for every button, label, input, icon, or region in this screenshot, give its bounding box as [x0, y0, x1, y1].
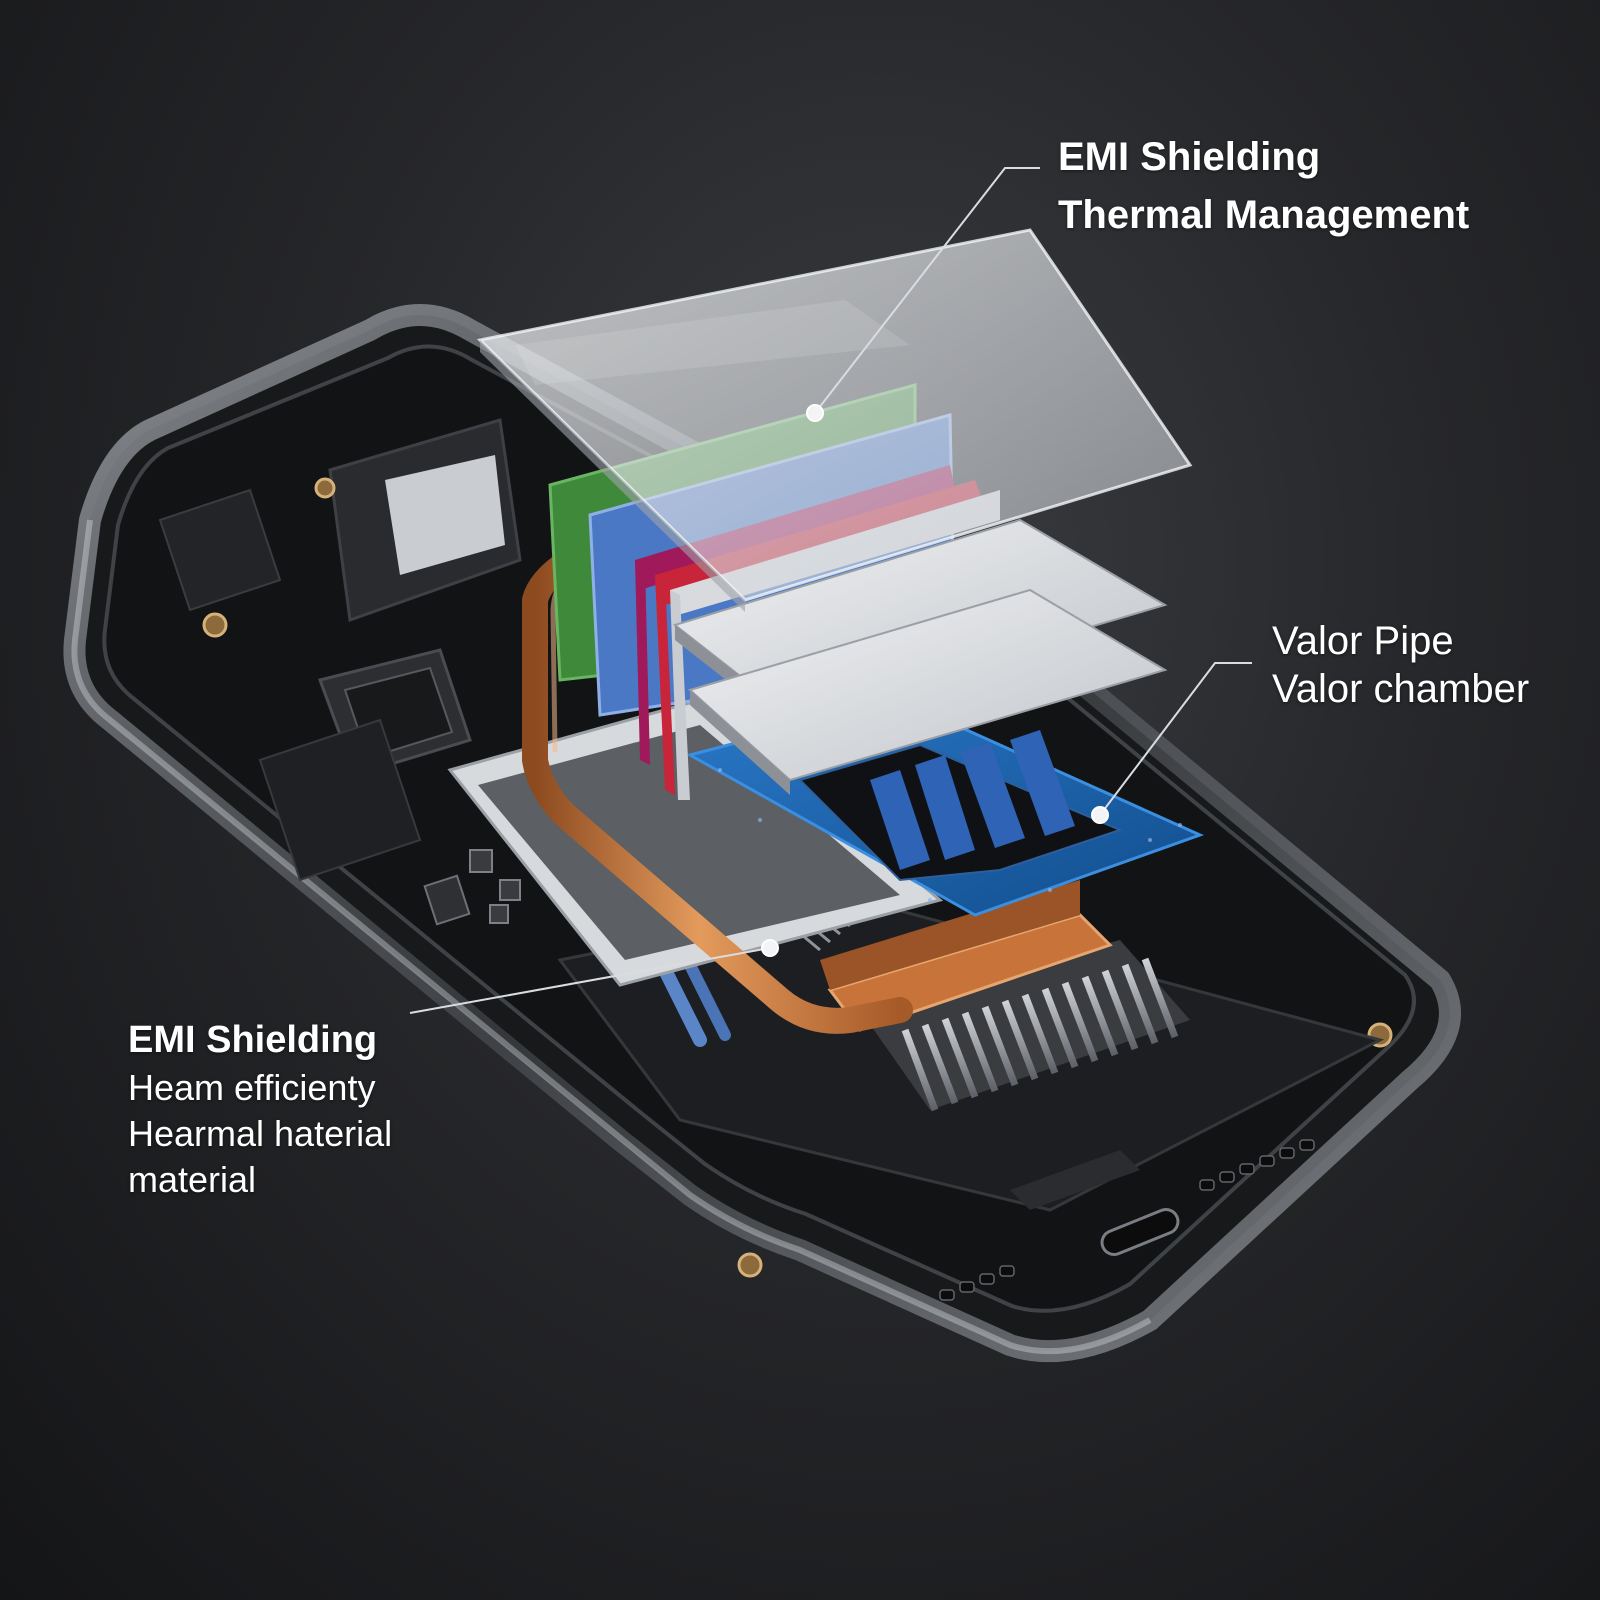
silver-plates	[672, 518, 1168, 795]
callout-right-line2: Valor chamber	[1272, 667, 1530, 711]
callout-leaders	[409, 167, 1252, 1014]
callout-left-heading: EMI Shielding	[128, 1019, 378, 1061]
callout-top-line2: Thermal Management	[1058, 193, 1470, 237]
callout-top-line1: EMI Shielding	[1058, 135, 1321, 179]
callout-emi-thermal: EMI Shielding Thermal Management	[1058, 128, 1469, 244]
heat-sink	[860, 940, 1190, 1112]
callout-valor: Valor Pipe Valor chamber	[1272, 617, 1529, 713]
callout-left-line3: material	[128, 1159, 257, 1200]
callout-right-line1: Valor Pipe	[1272, 619, 1454, 663]
callout-left-line2: Hearmal haterial	[128, 1113, 393, 1154]
callout-dots	[761, 404, 1109, 957]
top-shield-plate	[476, 228, 1193, 612]
base-plate	[447, 698, 944, 987]
callout-left-line1: Heam efficienty	[128, 1067, 376, 1108]
callout-emi-heam: EMI Shielding Heam efficienty Hearmal ha…	[128, 1015, 392, 1203]
